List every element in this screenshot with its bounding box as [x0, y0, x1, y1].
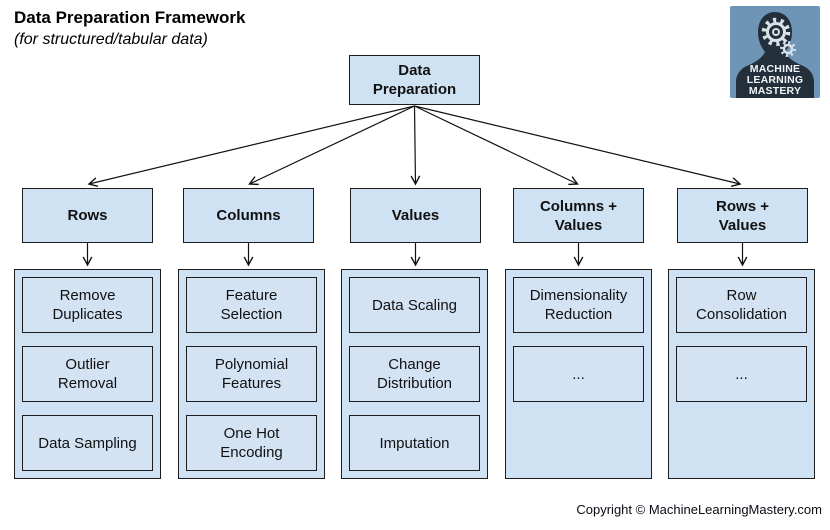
node-rows: Rows: [22, 188, 153, 243]
item-data-scaling: Data Scaling: [349, 277, 480, 333]
page-title: Data Preparation Framework: [14, 8, 246, 27]
item-feature-selection: Feature Selection: [186, 277, 317, 333]
person-silhouette-icon: [736, 12, 814, 98]
title-block: Data Preparation Framework (for structur…: [14, 7, 245, 51]
fan-arrow-values: [410, 105, 421, 186]
copyright-text: Copyright © MachineLearningMastery.com: [576, 502, 822, 517]
page-subtitle: (for structured/tabular data): [14, 31, 208, 48]
item-dimensionality-reduction: Dimensionality Reduction: [513, 277, 644, 333]
node-values: Values: [350, 188, 481, 243]
group-rows-values: Row Consolidation ...: [668, 269, 815, 479]
fan-arrow-rows: [87, 105, 415, 187]
logo-wordmark: MACHINE LEARNING MASTERY: [747, 63, 803, 97]
logo-word-mastery: MASTERY: [749, 85, 801, 97]
mlm-logo-graphic: MACHINE LEARNING MASTERY: [730, 6, 820, 98]
item-ellipsis: ...: [676, 346, 807, 402]
item-outlier-removal: Outlier Removal: [22, 346, 153, 402]
group-columns: Feature Selection Polynomial Features On…: [178, 269, 325, 479]
group-columns-values: Dimensionality Reduction ...: [505, 269, 652, 479]
node-columns: Columns: [183, 188, 314, 243]
item-row-consolidation: Row Consolidation: [676, 277, 807, 333]
gears-icon: [761, 17, 796, 57]
fan-arrow-rows-values: [414, 105, 742, 187]
logo-word-learning: LEARNING: [747, 74, 803, 86]
group-values: Data Scaling Change Distribution Imputat…: [341, 269, 488, 479]
node-data-preparation: Data Preparation: [349, 55, 480, 105]
item-remove-duplicates: Remove Duplicates: [22, 277, 153, 333]
mlm-logo: MACHINE LEARNING MASTERY: [730, 6, 820, 98]
logo-word-machine: MACHINE: [750, 63, 800, 75]
fan-arrow-columns-values: [414, 105, 579, 186]
node-rows-values: Rows + Values: [677, 188, 808, 243]
item-data-sampling: Data Sampling: [22, 415, 153, 471]
item-one-hot-encoding: One Hot Encoding: [186, 415, 317, 471]
item-polynomial-features: Polynomial Features: [186, 346, 317, 402]
group-rows: Remove Duplicates Outlier Removal Data S…: [14, 269, 161, 479]
item-change-distribution: Change Distribution: [349, 346, 480, 402]
item-imputation: Imputation: [349, 415, 480, 471]
node-columns-values: Columns + Values: [513, 188, 644, 243]
fan-arrow-columns: [248, 105, 415, 186]
item-ellipsis: ...: [513, 346, 644, 402]
